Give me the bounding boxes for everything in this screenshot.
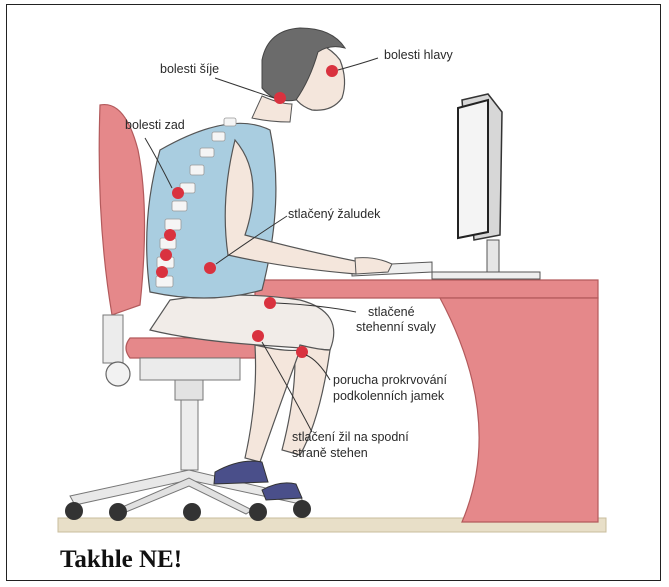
label-knee-circulation-line2: podkolenních jamek xyxy=(333,389,444,404)
pain-point-back xyxy=(156,266,168,278)
label-compressed-stomach: stlačený žaludek xyxy=(288,207,380,222)
pain-point-head xyxy=(326,65,338,77)
caption: Takhle NE! xyxy=(60,546,182,574)
label-compressed-thigh-line1: stlačené xyxy=(368,305,415,320)
shoe xyxy=(214,461,268,484)
chair-wheel xyxy=(65,502,83,520)
label-back-pain: bolesti zad xyxy=(125,118,185,133)
label-neck-pain: bolesti šíje xyxy=(160,62,219,77)
pain-point-stomach xyxy=(204,262,216,274)
chair-wheel xyxy=(293,500,311,518)
label-vein-compression-line1: stlačení žil na spodní xyxy=(292,430,409,445)
monitor xyxy=(432,94,540,279)
label-knee-circulation-line1: porucha prokrvování xyxy=(333,373,447,388)
pain-point-back xyxy=(172,187,184,199)
chair-wheel xyxy=(249,503,267,521)
pain-point-thigh xyxy=(264,297,276,309)
label-head-pain: bolesti hlavy xyxy=(384,48,453,63)
pain-point-veins xyxy=(252,330,264,342)
chair-wheel xyxy=(109,503,127,521)
pain-point-back xyxy=(160,249,172,261)
pain-point-knee xyxy=(296,346,308,358)
chair-wheel xyxy=(183,503,201,521)
label-compressed-thigh-line2: stehenní svaly xyxy=(356,320,436,335)
pain-point-neck xyxy=(274,92,286,104)
pain-point-back xyxy=(164,229,176,241)
label-vein-compression-line2: straně stehen xyxy=(292,446,368,461)
shoe xyxy=(262,483,302,500)
